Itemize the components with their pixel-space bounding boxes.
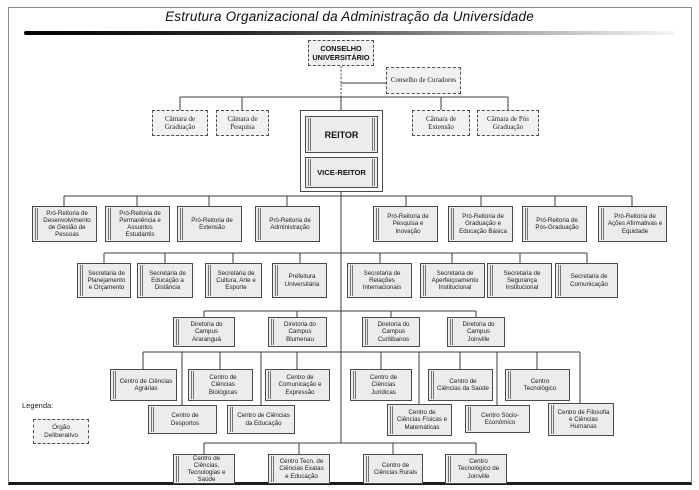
title-underline <box>24 31 674 35</box>
node-camara-de-pos-graduacao: Câmara de Pós Graduação <box>477 110 539 136</box>
node-diretoria-blumenau: Diretoria do Campus Blumenau <box>268 317 327 347</box>
node-secretaria-planejamento: Secretaria de Planejamento e Orçamento <box>77 263 131 298</box>
node-camara-de-extensao: Câmara de Extensão <box>412 110 470 136</box>
node-diretoria-joinville: Diretoria do Campus Joinville <box>447 317 505 347</box>
node-secretaria-relacoes-internacionais: Secretaria de Relações Internacionais <box>347 263 412 298</box>
node-reitor: REITOR <box>305 116 378 153</box>
node-centro-desportos: Centro de Desportos <box>148 405 217 434</box>
node-centro-socio-economico: Centro Sócio-Econômico <box>465 405 530 433</box>
node-centro-ciencias-juridicas: Centro de Ciências Jurídicas <box>350 369 412 401</box>
node-centro-tecnologico: Centro Tecnológico <box>505 369 570 401</box>
node-vice-reitor: VICE-REITOR <box>305 157 378 188</box>
chart-title: Estrutura Organizacional da Administraçã… <box>165 9 534 24</box>
node-pro-reitoria-permanencia: Pró-Reitoria de Permanência e Assuntos E… <box>105 206 170 242</box>
node-centro-tecn-exatas-educacao: Centro Tecn. de Ciências Exatas e Educaç… <box>268 454 330 484</box>
node-camara-de-graduacao: Câmara de Graduação <box>152 110 208 136</box>
node-centro-comunicacao-expressao: Centro de Comunicação e Expressão <box>265 369 330 401</box>
node-pro-reitoria-pesquisa: Pró-Reitoria de Pesquisa e Inovação <box>373 206 438 242</box>
node-pro-reitoria-extensao: Pró-Reitoria de Extensão <box>177 206 242 242</box>
node-diretoria-ararangua: Diretoria do Campus Araranguá <box>173 317 235 347</box>
node-pro-reitoria-acoes-afirmativas: Pró-Reitoria de Ações Afirmativas e Equi… <box>598 206 667 242</box>
page-border <box>8 7 692 485</box>
node-secretaria-aperfeicoamento: Secretaria de Aperfeiçoamento Institucio… <box>420 263 485 298</box>
node-centro-tecnologias-saude: Centro de Ciências, Tecnologias e Saúde <box>173 454 235 484</box>
node-pro-reitoria-desenvolvimento: Pró-Reitoria de Desenvolvimento de Gestã… <box>32 206 97 242</box>
node-centro-fisicas-matematicas: Centro de Ciências Físicas e Matemáticas <box>387 404 452 436</box>
node-centro-ciencias-saude: Centro de Ciências da Saúde <box>428 369 493 401</box>
node-centro-ciencias-rurais: Centro de Ciências Rurais <box>363 454 423 484</box>
node-pro-reitoria-graduacao: Pró-Reitoria de Graduação e Educação Bás… <box>448 206 513 242</box>
node-conselho-universitario: CONSELHO UNIVERSITÁRIO <box>308 40 374 66</box>
node-secretaria-seguranca: Secretaria de Segurança Institucional <box>487 263 552 298</box>
node-secretaria-educacao-distancia: Secretaria de Educação a Distância <box>137 263 193 298</box>
node-secretaria-comunicacao: Secretaria de Comunicação <box>555 263 618 298</box>
legend-label: Legenda: <box>22 401 54 410</box>
node-diretoria-curitibanos: Diretoria do Campus Curitibanos <box>362 317 420 347</box>
node-pro-reitoria-pos-graduacao: Pró-Reitoria de Pós-Graduação <box>522 206 587 242</box>
node-secretaria-cultura: Secretaria de Cultura, Arte e Esporte <box>205 263 262 298</box>
node-pro-reitoria-administracao: Pró-Reitoria de Administração <box>255 206 320 242</box>
node-centro-ciencias-educacao: Centro de Ciências da Educação <box>227 405 295 434</box>
node-prefeitura-universitaria: Prefeitura Universitária <box>272 263 327 298</box>
node-conselho-de-curadores: Conselho de Curadores <box>386 67 461 94</box>
node-centro-ciencias-agrarias: Centro de Ciências Agrárias <box>110 369 177 401</box>
legend-orgao-deliberativo: Órgão Deliberativo <box>33 419 89 444</box>
node-centro-tecnologico-joinville: Centro Tecnológico de Joinville <box>445 454 507 484</box>
node-centro-ciencias-biologicas: Centro de Ciências Biológicas <box>188 369 253 401</box>
node-centro-filosofia-humanas: Centro de Filosofia e Ciências Humanas <box>548 403 614 436</box>
reitoria-group: REITOR VICE-REITOR <box>300 110 383 192</box>
node-camara-de-pesquisa: Câmara de Pesquisa <box>216 110 269 136</box>
